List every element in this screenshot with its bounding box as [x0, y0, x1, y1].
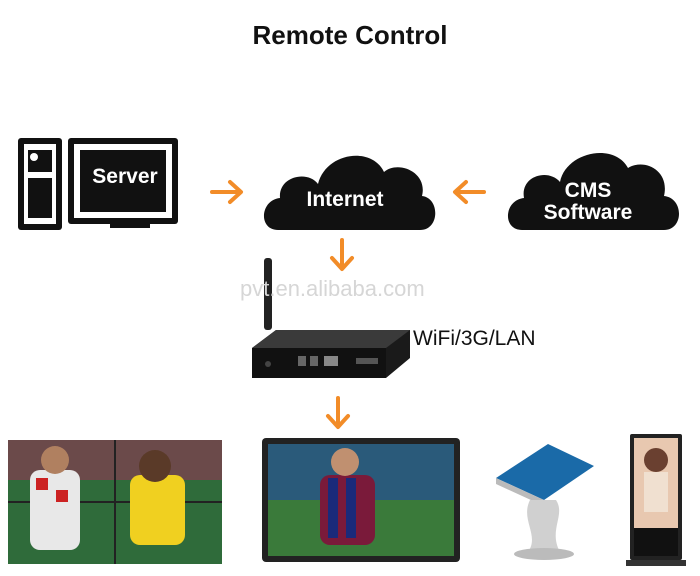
- connectivity-label: WiFi/3G/LAN: [413, 327, 536, 350]
- internet-cloud-icon: [263, 155, 436, 230]
- cms-label-line1: CMS: [564, 179, 612, 202]
- arrow-down-icon: [326, 396, 350, 429]
- antenna-icon: [264, 258, 272, 330]
- monitor-icon: [68, 138, 178, 228]
- arrow-right-icon: [210, 180, 243, 204]
- arrow-left-icon: [453, 180, 486, 204]
- tv-screen-icon: [262, 438, 460, 562]
- watermark-text: pvt.en.alibaba.com: [240, 276, 425, 301]
- server-label: Server: [92, 165, 158, 188]
- video-wall-icon: [8, 440, 222, 564]
- tower-pc-icon: [18, 138, 62, 230]
- diagram-title: Remote Control: [252, 20, 448, 50]
- arrow-down-icon: [330, 238, 354, 271]
- totem-display-icon: [626, 434, 686, 566]
- cms-cloud-icon: [507, 153, 679, 230]
- cms-label-line2: Software: [543, 201, 633, 224]
- media-player-icon: [252, 258, 410, 378]
- kiosk-icon: [496, 444, 594, 560]
- internet-label: Internet: [306, 188, 384, 211]
